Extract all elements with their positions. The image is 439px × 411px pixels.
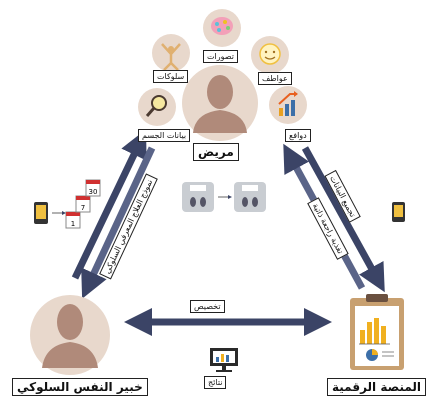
phone-icon <box>34 202 48 224</box>
growth-chart-icon <box>269 86 307 124</box>
label-behaviors: سلوكات <box>153 70 189 83</box>
arrow-expert-to-patient <box>71 129 147 280</box>
label-motives: دوافع <box>285 129 311 142</box>
label-results: نتائج <box>204 376 227 389</box>
calendar-page-1: 1 <box>71 220 75 228</box>
label-body-data: بيانات الجسم <box>138 129 191 142</box>
calendar-page-7: 7 <box>81 204 85 212</box>
label-emotions: عواطف <box>258 72 292 85</box>
label-specialization: تخصيص <box>190 300 225 313</box>
label-patient: مريض <box>193 143 239 161</box>
label-platform: المنصة الرقمية <box>327 378 427 396</box>
arrow-patient-to-expert <box>81 146 156 299</box>
smiley-icon <box>251 36 289 74</box>
expert-avatar <box>30 295 110 375</box>
clipboard-icon <box>350 294 404 370</box>
label-expert: خبير النفس السلوكي <box>12 378 148 396</box>
patient-avatar <box>182 65 258 141</box>
calendar-page-30: 30 <box>89 188 98 196</box>
calendar-icon: 1 7 30 <box>65 179 101 229</box>
scale-icon <box>182 182 266 212</box>
magnifier-icon <box>138 88 176 126</box>
phone-icon <box>392 202 405 222</box>
label-perceptions: تصورات <box>203 50 238 63</box>
dancer-icon <box>152 34 190 72</box>
arrow-patient-to-platform <box>301 146 385 293</box>
brain-icon <box>203 9 241 47</box>
monitor-icon <box>210 348 238 372</box>
